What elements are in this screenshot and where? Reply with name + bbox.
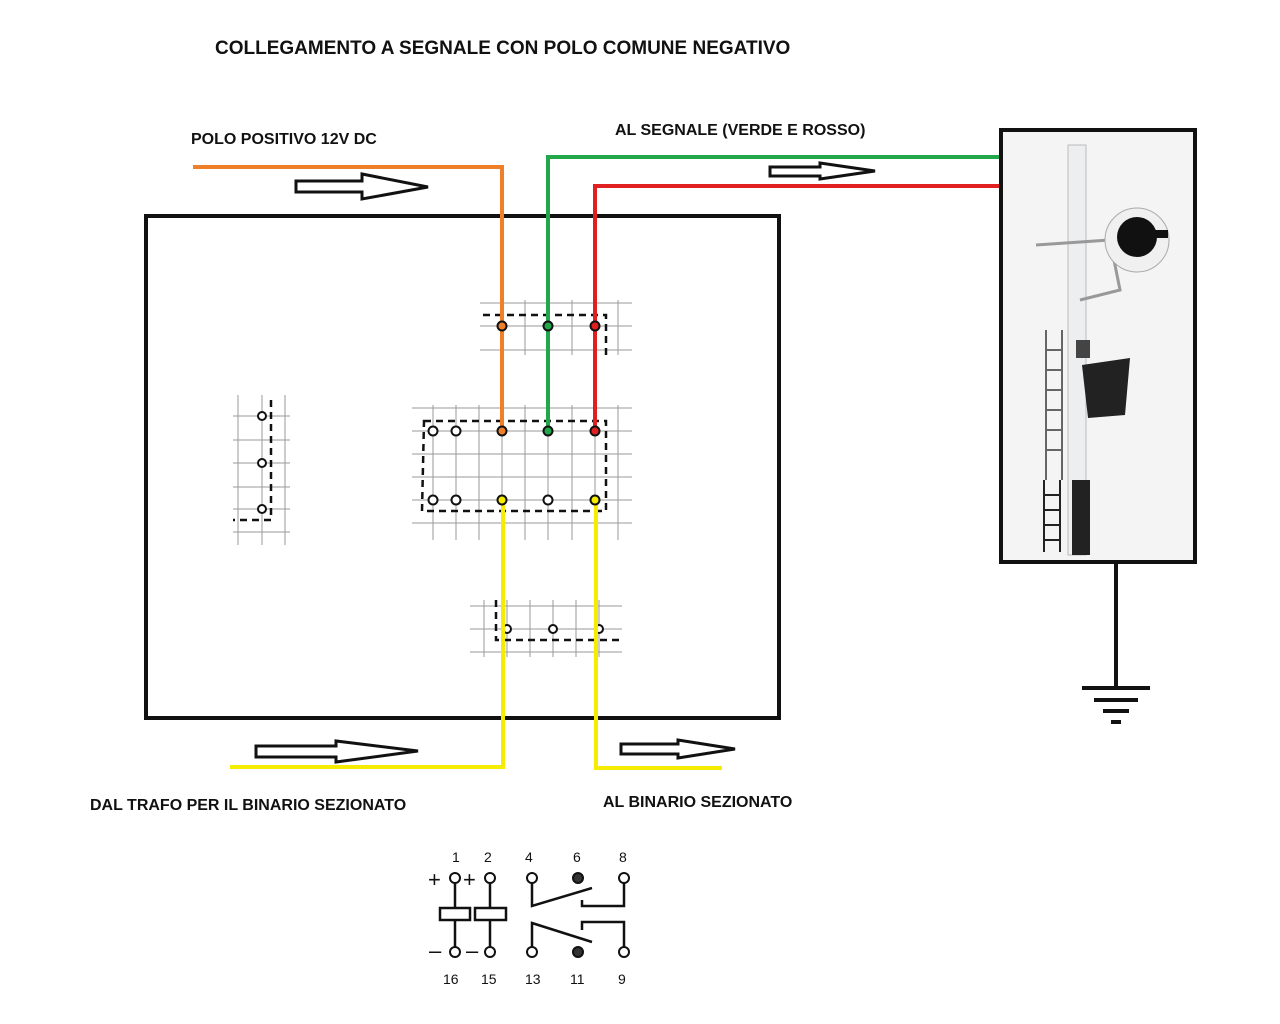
- svg-text:16: 16: [443, 971, 459, 987]
- signal-image: [999, 128, 1197, 564]
- svg-text:6: 6: [573, 849, 581, 865]
- svg-text:2: 2: [484, 849, 492, 865]
- label-positive-pole: POLO POSITIVO 12V DC: [191, 131, 377, 148]
- label-to-section: AL BINARIO SEZIONATO: [603, 794, 792, 811]
- relay-pins: [427, 320, 601, 506]
- arrow-right-icon: [294, 172, 429, 201]
- wire-green: [546, 155, 1001, 431]
- label-from-transformer: DAL TRAFO PER IL BINARIO SEZIONATO: [90, 797, 406, 814]
- svg-text:11: 11: [570, 971, 585, 987]
- wire-red: [593, 184, 1001, 431]
- arrow-right-icon: [254, 739, 419, 764]
- label-to-signal: AL SEGNALE (VERDE E ROSSO): [615, 122, 865, 139]
- svg-text:+: +: [463, 867, 476, 892]
- arrow-right-icon: [619, 738, 736, 760]
- svg-text:+: +: [428, 867, 441, 892]
- wire-yellow-in: [230, 500, 505, 769]
- relay-schematic: 1 2 4 6 8 16 15 13 11 9 + + – –: [428, 849, 630, 987]
- wire-yellow-out: [594, 500, 722, 770]
- relay-footprint: [412, 405, 632, 540]
- svg-text:–: –: [429, 938, 442, 963]
- bottom-component: [470, 600, 622, 657]
- svg-text:13: 13: [525, 971, 541, 987]
- diagram-title: COLLEGAMENTO A SEGNALE CON POLO COMUNE N…: [215, 38, 790, 59]
- svg-text:9: 9: [618, 971, 626, 987]
- svg-text:15: 15: [481, 971, 497, 987]
- ground-icon: [1082, 562, 1150, 724]
- svg-text:1: 1: [452, 849, 460, 865]
- left-component: [233, 395, 290, 545]
- svg-text:4: 4: [525, 849, 533, 865]
- svg-text:8: 8: [619, 849, 627, 865]
- arrow-right-icon: [768, 161, 876, 181]
- svg-text:–: –: [466, 938, 479, 963]
- circuit-board-outline: [144, 214, 781, 720]
- wire-positive-orange: [193, 165, 504, 431]
